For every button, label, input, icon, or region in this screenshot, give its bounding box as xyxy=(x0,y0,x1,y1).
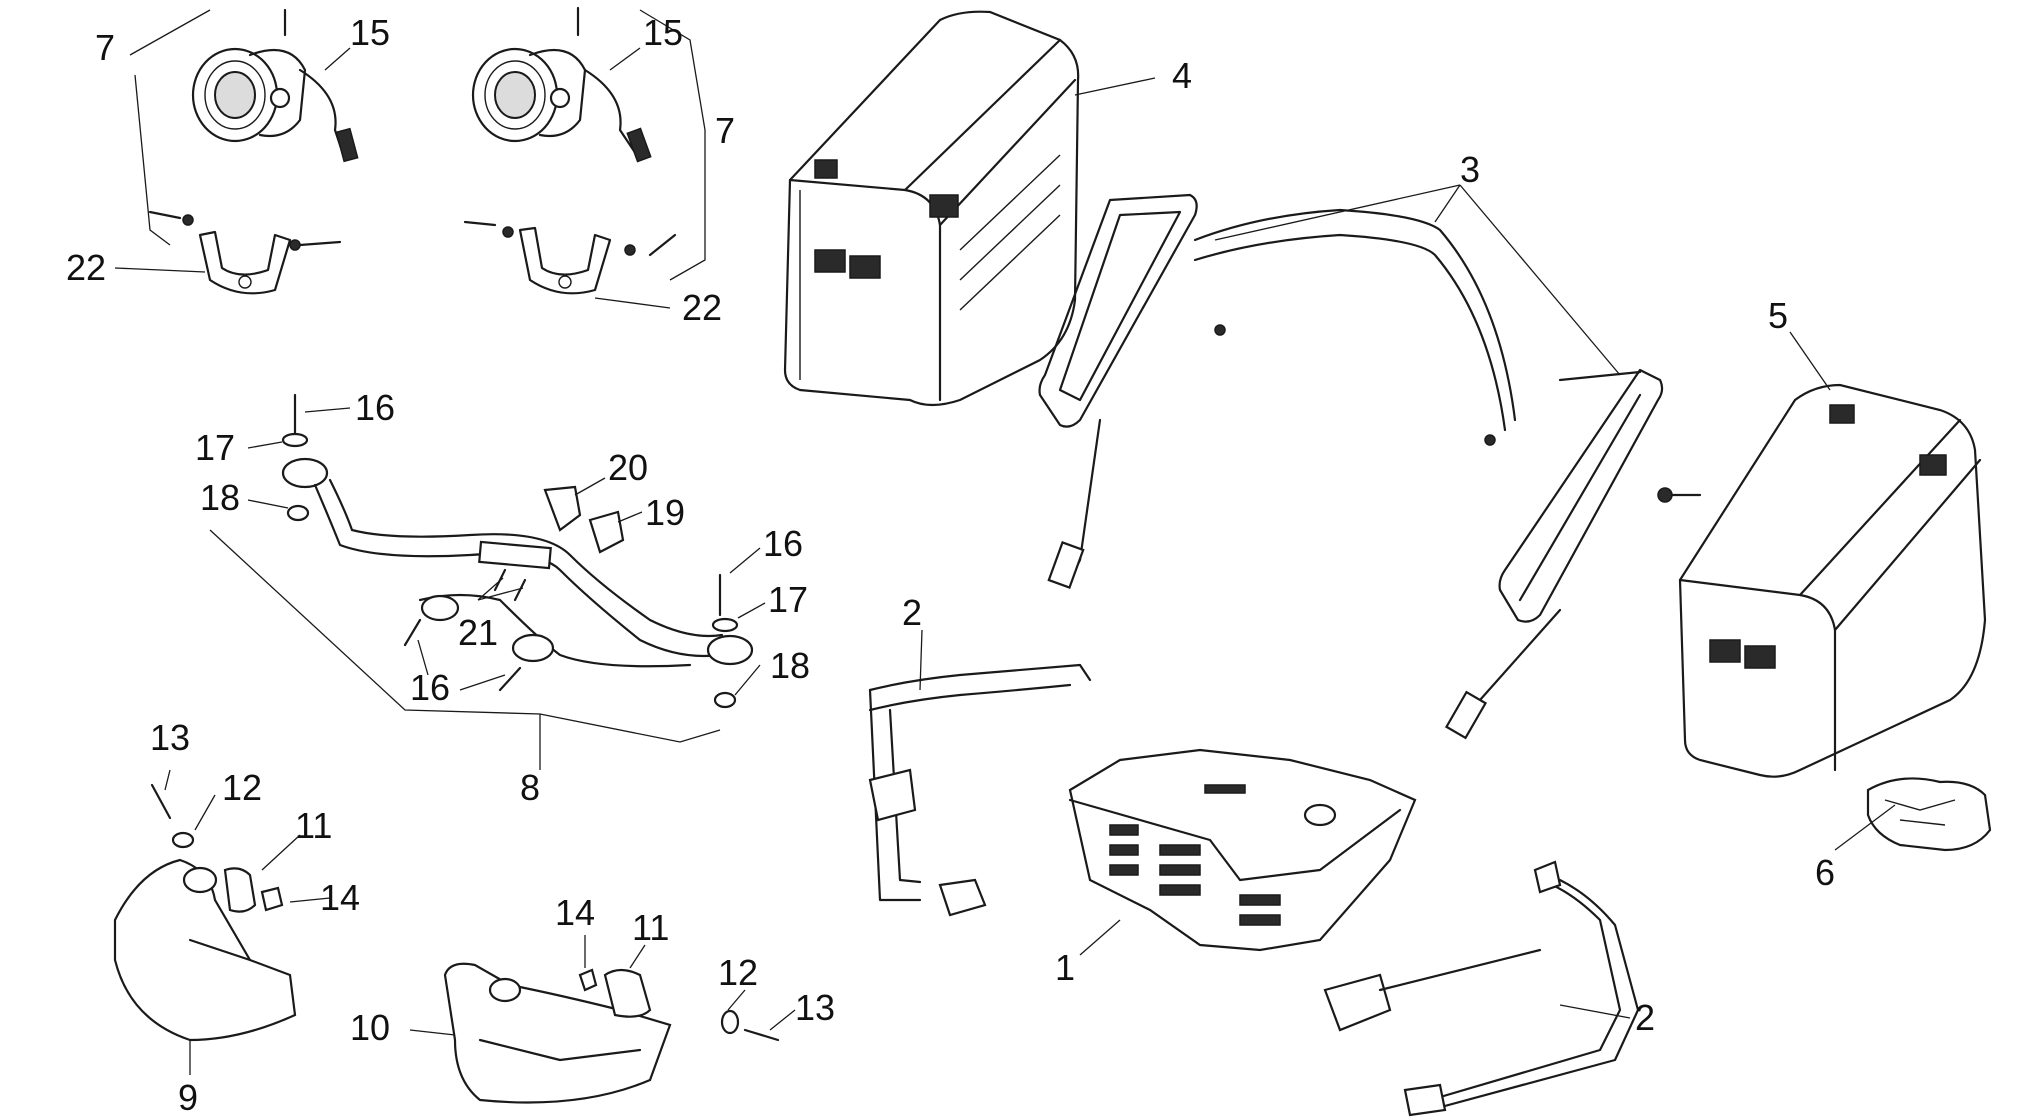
fog-light-right xyxy=(471,6,652,163)
pannier-left xyxy=(783,10,1080,407)
callout-14-left: 14 xyxy=(320,877,360,918)
callout-8: 8 xyxy=(520,767,540,808)
callout-2-top: 2 xyxy=(902,592,922,633)
skid-plate xyxy=(1068,748,1417,952)
callout-4: 4 xyxy=(1172,55,1192,96)
callout-13-right: 13 xyxy=(795,987,835,1028)
callout-2-bottom: 2 xyxy=(1635,997,1655,1038)
callout-9: 9 xyxy=(178,1077,198,1118)
tool-bag xyxy=(1866,777,1992,852)
callout-1: 1 xyxy=(1055,947,1075,988)
callout-7-right: 7 xyxy=(715,110,735,151)
callout-15-left: 15 xyxy=(350,12,390,53)
fog-light-left xyxy=(191,8,359,163)
callout-11-right: 11 xyxy=(632,907,669,948)
leader-lines xyxy=(114,9,1896,1075)
callout-7-left: 7 xyxy=(95,27,115,68)
callout-14-right: 14 xyxy=(555,892,595,933)
callout-labels: 7 15 15 7 22 22 4 3 5 16 17 18 20 19 16 … xyxy=(66,12,1835,1118)
pannier-right xyxy=(1678,383,1987,778)
callout-11-left: 11 xyxy=(295,805,332,846)
callout-6: 6 xyxy=(1815,852,1835,893)
callout-13-left: 13 xyxy=(150,717,190,758)
callout-3: 3 xyxy=(1460,149,1480,190)
callout-12-left: 12 xyxy=(222,767,262,808)
crash-bar-right xyxy=(1323,860,1640,1117)
callout-17-right: 17 xyxy=(768,579,808,620)
callout-15-right: 15 xyxy=(643,12,683,53)
callout-5: 5 xyxy=(1768,295,1788,336)
hand-guard-left xyxy=(113,783,297,1042)
crash-bar-left xyxy=(868,663,1092,917)
callout-16-top: 16 xyxy=(355,387,395,428)
callout-16-right: 16 xyxy=(763,523,803,564)
engine-guard-bar xyxy=(281,393,754,709)
callout-17-left: 17 xyxy=(195,427,235,468)
callout-20: 20 xyxy=(608,447,648,488)
callout-18-right: 18 xyxy=(770,645,810,686)
fog-light-bracket-left xyxy=(148,210,342,295)
pannier-frame xyxy=(1038,193,1702,740)
hand-guard-right xyxy=(443,962,780,1104)
callout-10: 10 xyxy=(350,1007,390,1048)
callout-12-right: 12 xyxy=(718,952,758,993)
callout-21: 21 xyxy=(458,612,498,653)
fog-light-bracket-right xyxy=(463,220,677,295)
callout-22-left: 22 xyxy=(66,247,106,288)
callout-16-bottom: 16 xyxy=(410,667,450,708)
callout-22-right: 22 xyxy=(682,287,722,328)
callout-18-left: 18 xyxy=(200,477,240,518)
callout-19: 19 xyxy=(645,492,685,533)
